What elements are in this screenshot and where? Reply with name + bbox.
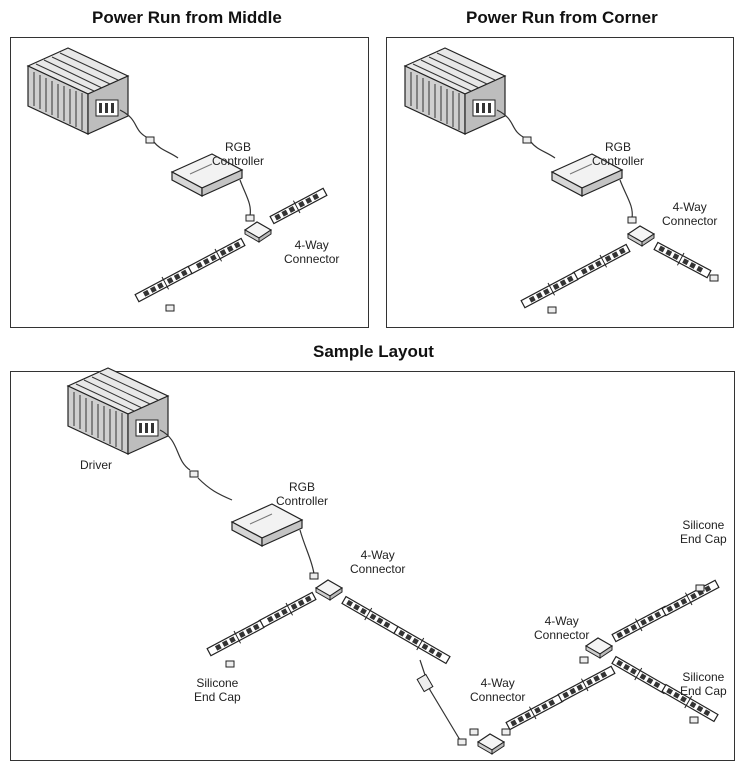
title-power-run-middle: Power Run from Middle	[92, 8, 282, 27]
sample-4way-connector-top	[315, 579, 343, 601]
corner-driver	[404, 47, 506, 135]
sample-4way-connector-right	[585, 637, 613, 659]
sample-driver	[67, 367, 169, 455]
middle-driver	[27, 47, 129, 135]
title-power-run-corner: Power Run from Corner	[466, 8, 658, 27]
corner-4way-connector	[627, 225, 655, 247]
sample-rgb-controller	[231, 503, 303, 547]
sample-4way-connector-bottom	[477, 733, 505, 755]
sample-driver-label: Driver	[80, 458, 112, 472]
title-sample-layout: Sample Layout	[313, 342, 434, 361]
middle-4way-connector	[244, 221, 272, 243]
